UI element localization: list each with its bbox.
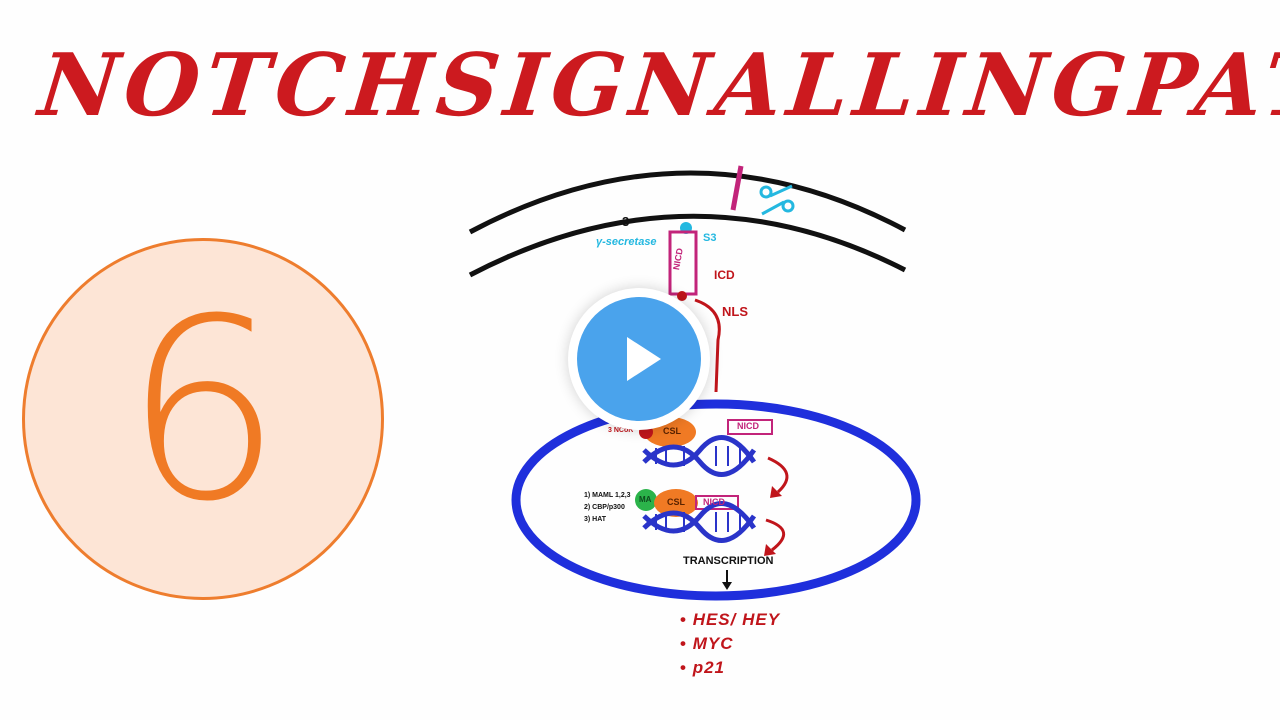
target-gene-hes-hey: HES/ HEY (680, 608, 780, 632)
dna-helix-bottom (642, 501, 757, 543)
episode-number: 6 (123, 265, 283, 556)
cell-membrane-outer (468, 170, 907, 235)
nicd-top-box (727, 419, 773, 435)
label-nicd-bottom: NICD (703, 497, 725, 507)
label-maml: 1) MAML 1,2,3 (584, 492, 631, 499)
label-transcription: TRANSCRIPTION (683, 555, 774, 567)
transition-arrow-1 (767, 456, 789, 494)
label-s3: S3 (703, 232, 717, 244)
label-ma: MA (639, 495, 652, 504)
play-button[interactable] (568, 288, 710, 430)
label-hat: 3) HAT (584, 516, 607, 523)
dna-helix-top (642, 435, 757, 477)
label-cbp: 2) CBP/p300 (584, 504, 625, 511)
label-nicd-top: NICD (737, 421, 759, 431)
label-csl-top: CSL (663, 426, 681, 436)
nucleus (511, 399, 921, 601)
target-gene-p21: p21 (680, 656, 780, 680)
nls-bracket (694, 298, 721, 393)
target-gene-myc: MYC (680, 632, 780, 656)
notch-receptor-stub (730, 165, 744, 211)
icd-cleavage-point (677, 291, 687, 301)
transition-arrow-2 (765, 518, 785, 552)
nicd-bottom-box (695, 495, 739, 510)
label-csl-bottom: CSL (667, 497, 685, 507)
label-corepressor: 3 NCoR (608, 427, 634, 434)
label-icd: ICD (714, 268, 735, 282)
label-nls: NLS (722, 304, 748, 319)
maml-green (635, 489, 657, 511)
play-icon (627, 337, 661, 381)
label-gamma-secretase: γ-secretase (596, 236, 657, 248)
episode-number-badge: 6 (22, 238, 384, 600)
label-step-3: 3 (622, 214, 630, 229)
target-genes-list: HES/ HEY MYC p21 (680, 608, 780, 680)
cell-membrane-inner (468, 213, 907, 278)
play-button-circle[interactable] (577, 297, 701, 421)
csl-bottom (654, 489, 698, 517)
scissors-icon (759, 184, 795, 216)
